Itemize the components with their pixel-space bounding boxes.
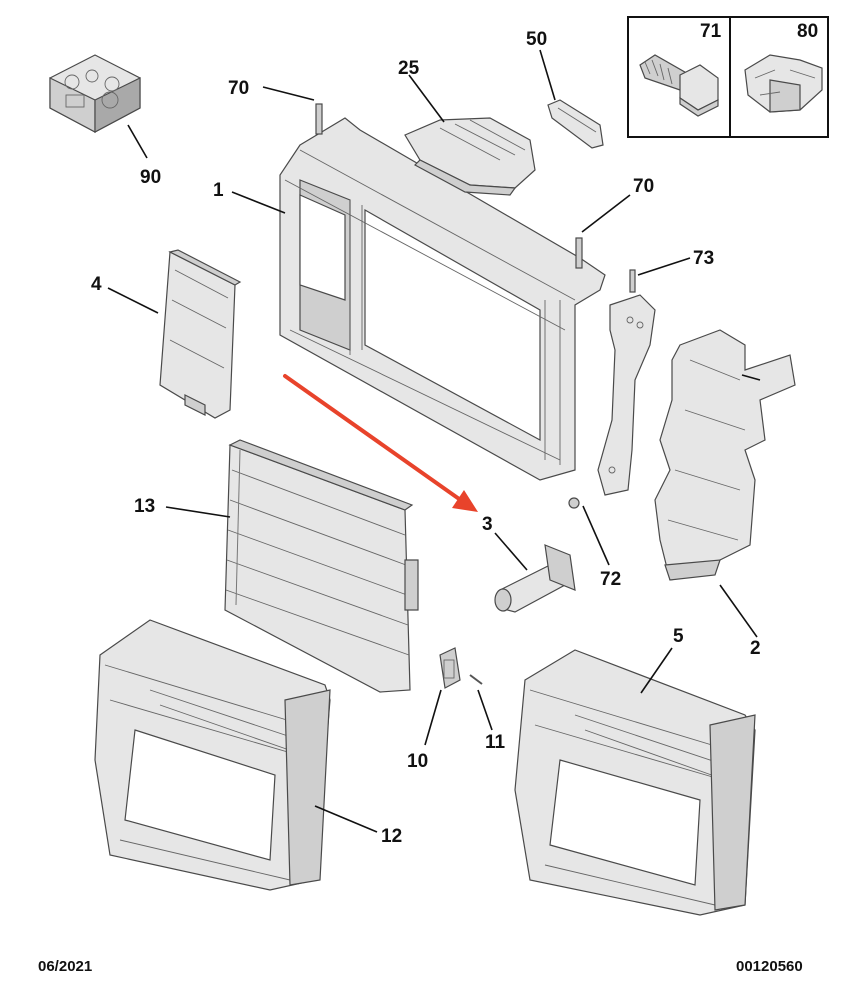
- part-3-bracket: [494, 544, 576, 613]
- leader-lines: [107, 49, 761, 833]
- callout-13: 13: [134, 496, 155, 517]
- footer-date: 06/2021: [38, 958, 92, 975]
- callout-11: 11: [485, 732, 506, 753]
- callout-12: 12: [381, 826, 402, 847]
- callout-2: 2: [750, 638, 761, 659]
- part-73-bracket: [597, 269, 656, 496]
- part-2-side-guide: [654, 329, 796, 581]
- part-10-actuator: [439, 647, 461, 689]
- part-25-air-duct: [404, 117, 536, 196]
- callout-72: 72: [600, 569, 621, 590]
- part-11-pin: [469, 674, 483, 685]
- part-4-side-deflector: [159, 249, 242, 419]
- callout-10: 10: [407, 751, 428, 772]
- callout-71: 71: [700, 21, 722, 42]
- callout-25: 25: [398, 58, 420, 79]
- part-80-clip: [744, 54, 823, 113]
- callout-3: 3: [482, 514, 493, 535]
- footer-reference: 00120560: [736, 958, 803, 975]
- footer: 06/2021 00120560: [38, 958, 803, 975]
- callout-70-right: 70: [633, 176, 654, 197]
- callout-labels: 90 70 25 50 1 70 73 4 13 3 72 2 5 10 11 …: [91, 21, 818, 847]
- part-90-clip-kit: [49, 54, 141, 133]
- part-50-bracket: [547, 99, 604, 149]
- callout-4: 4: [91, 274, 102, 295]
- callout-1: 1: [213, 180, 224, 201]
- part-12-air-guide-left: [94, 619, 331, 891]
- part-71-bolt: [639, 54, 719, 117]
- part-72-bolt: [568, 497, 580, 509]
- callout-80: 80: [797, 21, 818, 42]
- callout-73: 73: [693, 248, 714, 269]
- hardware-box: [627, 16, 829, 138]
- highlight-arrow: [283, 374, 478, 512]
- callout-50: 50: [526, 29, 547, 50]
- callout-70-top: 70: [228, 78, 249, 99]
- callout-90: 90: [140, 167, 161, 188]
- part-5-air-guide-right: [514, 649, 756, 916]
- callout-5: 5: [673, 626, 684, 647]
- part-1-front-panel: [279, 103, 606, 481]
- part-13-shutter: [224, 439, 419, 693]
